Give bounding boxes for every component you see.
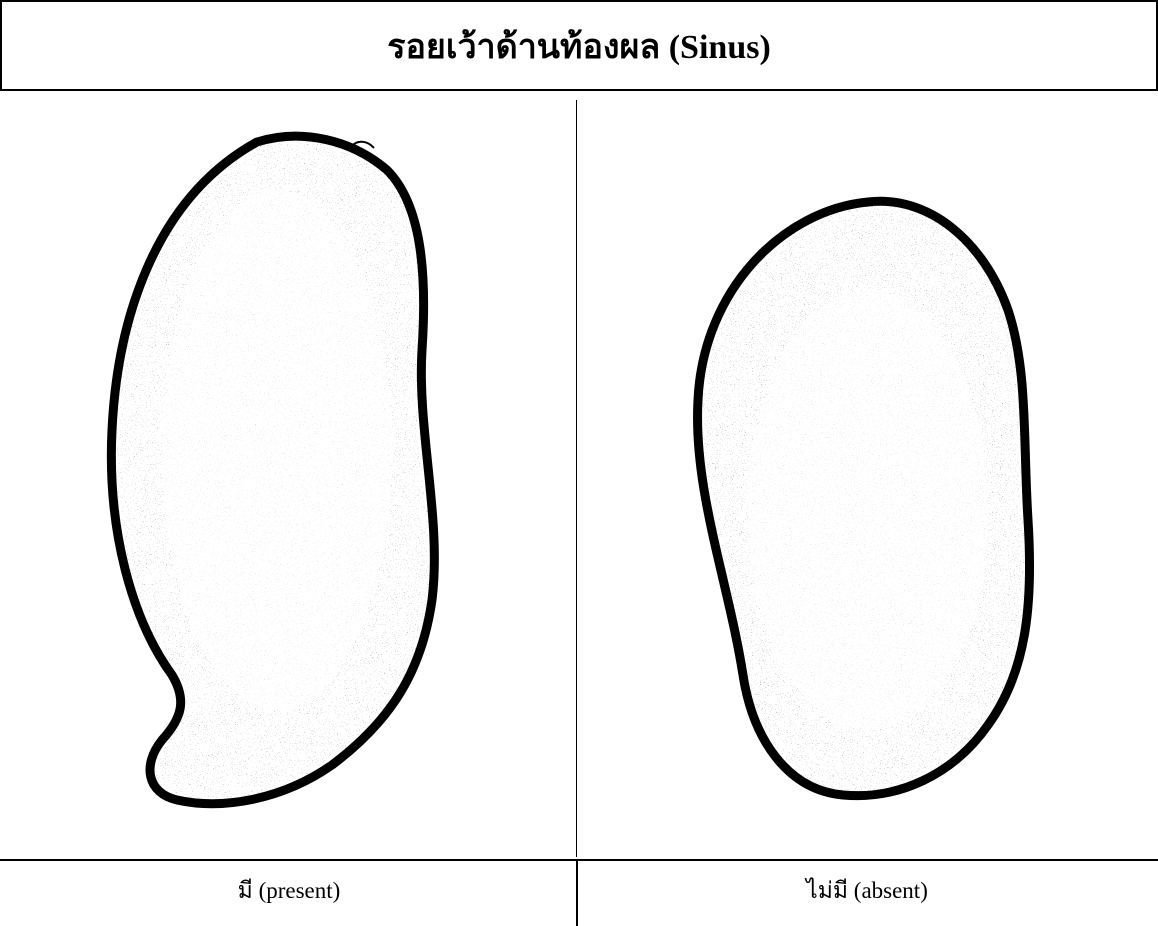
column-divider (576, 100, 577, 857)
fruit-with-sinus-drawing (2, 100, 576, 857)
fruit-without-sinus-drawing (578, 100, 1156, 857)
present-label: มี (present) (2, 861, 576, 921)
absent-label: ไม่มี (absent) (578, 861, 1156, 921)
table-title: รอยเว้าด้านท้องผล (Sinus) (2, 2, 1156, 89)
header-row-divider (0, 89, 1158, 91)
